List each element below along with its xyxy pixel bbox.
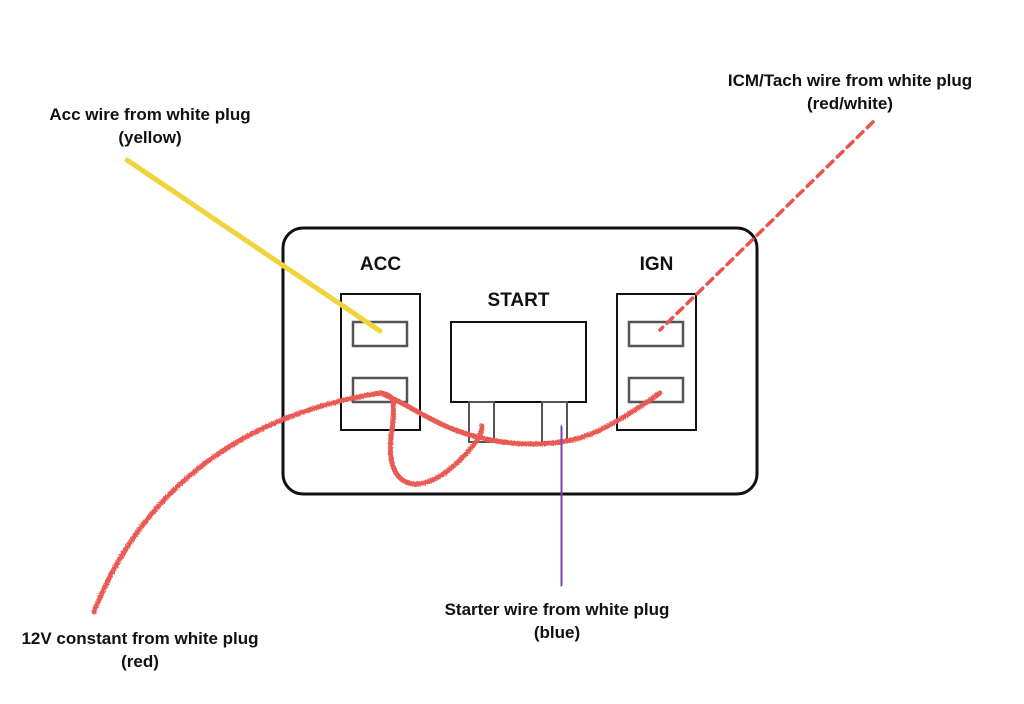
icm-wire-label-line2: (red/white) <box>807 94 893 113</box>
yellow-acc-wire <box>124 157 383 334</box>
icm-wire-label-line1: ICM/Tach wire from white plug <box>727 71 973 90</box>
start-terminal-block <box>450 321 587 403</box>
starter-wire-label-line1: Starter wire from white plug <box>444 600 670 619</box>
blue-starter-wire <box>558 425 565 587</box>
ign-terminal-block <box>616 293 697 431</box>
start-label: START <box>487 290 550 311</box>
acc-wire-label-line1: Acc wire from white plug <box>49 105 251 124</box>
acc-terminal-top <box>351 320 409 348</box>
acc-wire-label-line2: (yellow) <box>118 128 182 147</box>
start-terminal-right <box>541 401 568 443</box>
icm-wire-label: ICM/Tach wire from white plug (red/white… <box>700 69 1000 115</box>
red-constant-wire <box>91 390 663 615</box>
constant-wire-label: 12V constant from white plug (red) <box>2 627 278 673</box>
constant-wire-label-line1: 12V constant from white plug <box>21 629 259 648</box>
acc-label: ACC <box>359 254 402 275</box>
ign-terminal-top <box>627 320 685 348</box>
red-white-icm-wire <box>658 120 875 332</box>
starter-wire-label: Starter wire from white plug (blue) <box>412 598 702 644</box>
ign-label: IGN <box>639 254 674 275</box>
constant-wire-label-line2: (red) <box>121 652 159 671</box>
acc-wire-label: Acc wire from white plug (yellow) <box>30 103 270 149</box>
start-terminal-left <box>468 401 495 443</box>
starter-wire-label-line2: (blue) <box>533 623 581 642</box>
